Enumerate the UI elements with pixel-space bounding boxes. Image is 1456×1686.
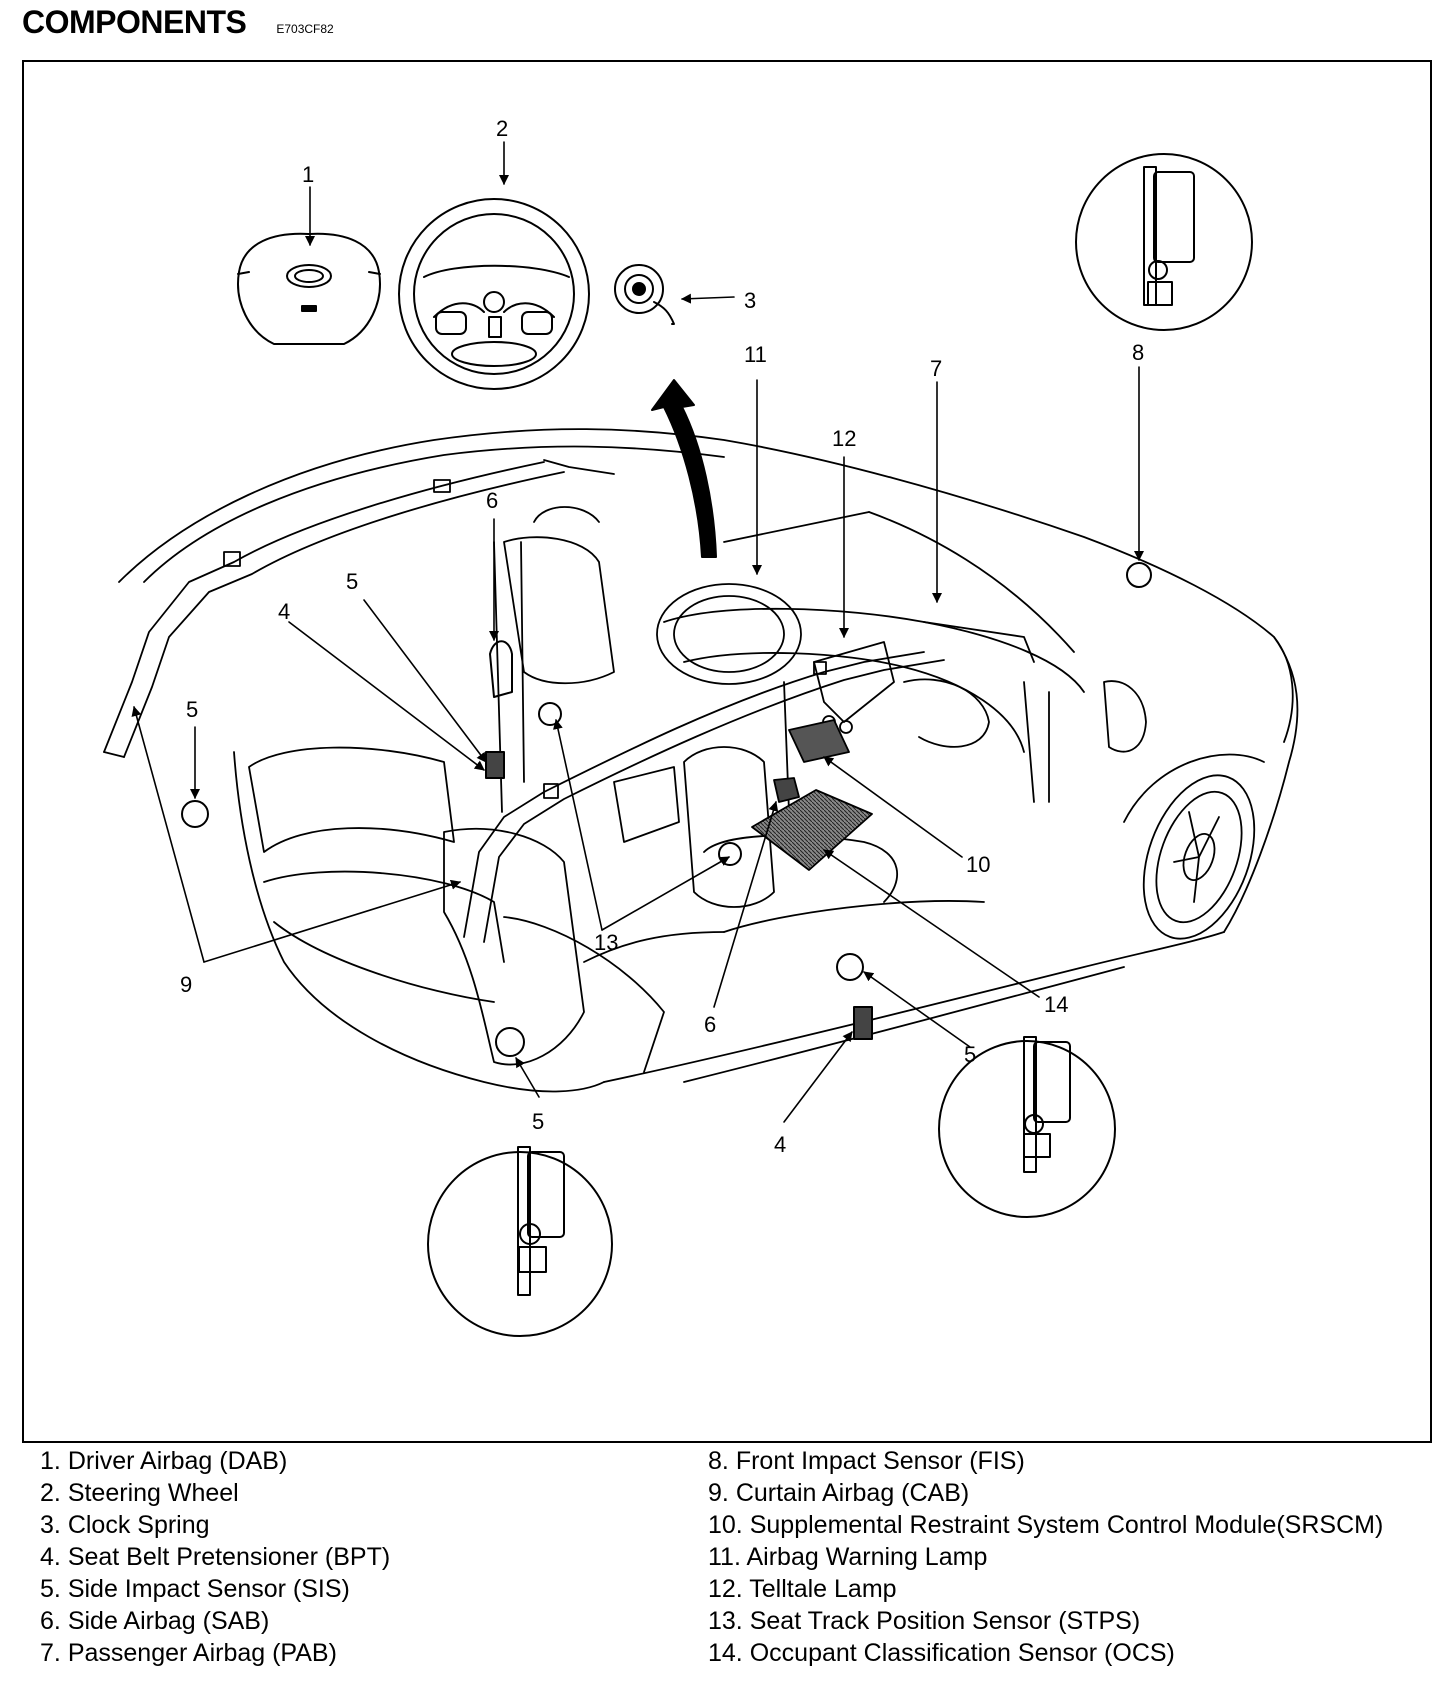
legend-item-airbag-warning-lamp: 11. Airbag Warning Lamp [708,1543,988,1571]
side-impact-sensor-marker-front [836,953,864,981]
assembly-arrow [651,379,717,558]
front-impact-sensor-detail [1075,153,1253,331]
side-impact-sensor-detail-right [938,1036,1116,1218]
callout-7: 7 [930,356,942,381]
callout-5-rear-left: 5 [186,697,198,722]
legend-item-side-airbag: 6. Side Airbag (SAB) [40,1607,270,1635]
callout-1: 1 [302,162,314,187]
callout-6-floor: 6 [704,1012,716,1037]
legend-item-telltale-lamp: 12. Telltale Lamp [708,1575,897,1603]
curtain-airbag-drawing [103,459,945,943]
legend-item-srscm: 10. Supplemental Restraint System Contro… [708,1511,1384,1539]
diagram-frame: 1 2 3 8 7 11 12 6 5 4 5 10 9 13 6 14 5 4… [22,60,1432,1443]
legend-item-clock-spring: 3. Clock Spring [40,1511,210,1539]
callout-13: 13 [594,930,618,955]
front-impact-sensor-marker [1126,562,1152,588]
callout-14: 14 [1044,992,1068,1017]
callout-6-seat: 6 [486,488,498,513]
legend-left-column: 1. Driver Airbag (DAB) 2. Steering Wheel… [40,1445,390,1669]
callout-8: 8 [1132,340,1144,365]
legend-item-steering-wheel: 2. Steering Wheel [40,1479,239,1507]
side-impact-sensor-marker-rear [495,1027,525,1057]
callout-11: 11 [744,342,767,367]
side-airbag-seat [489,640,513,698]
side-impact-sensor-marker-rear-left [181,800,209,828]
callout-12: 12 [832,426,856,451]
legend-item-curtain-airbag: 9. Curtain Airbag (CAB) [708,1479,970,1507]
legend-item-front-impact-sensor: 8. Front Impact Sensor (FIS) [708,1447,1025,1475]
seat-track-sensor-marker [538,702,562,726]
callout-5-front: 5 [964,1042,976,1067]
legend-item-passenger-airbag: 7. Passenger Airbag (PAB) [40,1639,337,1667]
seat-belt-pretensioner-front [853,1006,873,1040]
legend-right-column: 8. Front Impact Sensor (FIS) 9. Curtain … [708,1445,1383,1669]
callout-9: 9 [180,972,192,997]
callout-5-rear-bottom: 5 [532,1109,544,1134]
leader-lines [131,141,1144,1123]
steering-wheel-drawing [398,198,590,390]
legend-item-occupant-classification-sensor: 14. Occupant Classification Sensor (OCS) [708,1639,1175,1667]
seat-belt-pretensioner-rear [485,751,505,779]
callout-5-rear-pillar: 5 [346,569,358,594]
side-airbag-marker [718,842,742,866]
components-diagram: 1 2 3 8 7 11 12 6 5 4 5 10 9 13 6 14 5 4… [103,116,1299,1337]
callout-10: 10 [966,852,990,877]
callout-2: 2 [496,116,508,141]
legend-item-seat-belt-pretensioner: 4. Seat Belt Pretensioner (BPT) [40,1543,391,1571]
page-header: COMPONENTS E703CF82 [22,4,334,41]
legend-item-driver-airbag: 1. Driver Airbag (DAB) [40,1447,288,1475]
driver-airbag-drawing [237,232,381,345]
page-title: COMPONENTS [22,4,247,40]
callout-4-front: 4 [774,1132,786,1157]
callout-4-rear: 4 [278,599,290,624]
legend-item-seat-track-sensor: 13. Seat Track Position Sensor (STPS) [708,1607,1141,1635]
document-code: E703CF82 [276,22,334,36]
legend-item-side-impact-sensor: 5. Side Impact Sensor (SIS) [40,1575,350,1603]
callout-3: 3 [744,288,756,313]
clock-spring-drawing [614,264,675,325]
side-impact-sensor-detail-left [427,1146,613,1337]
